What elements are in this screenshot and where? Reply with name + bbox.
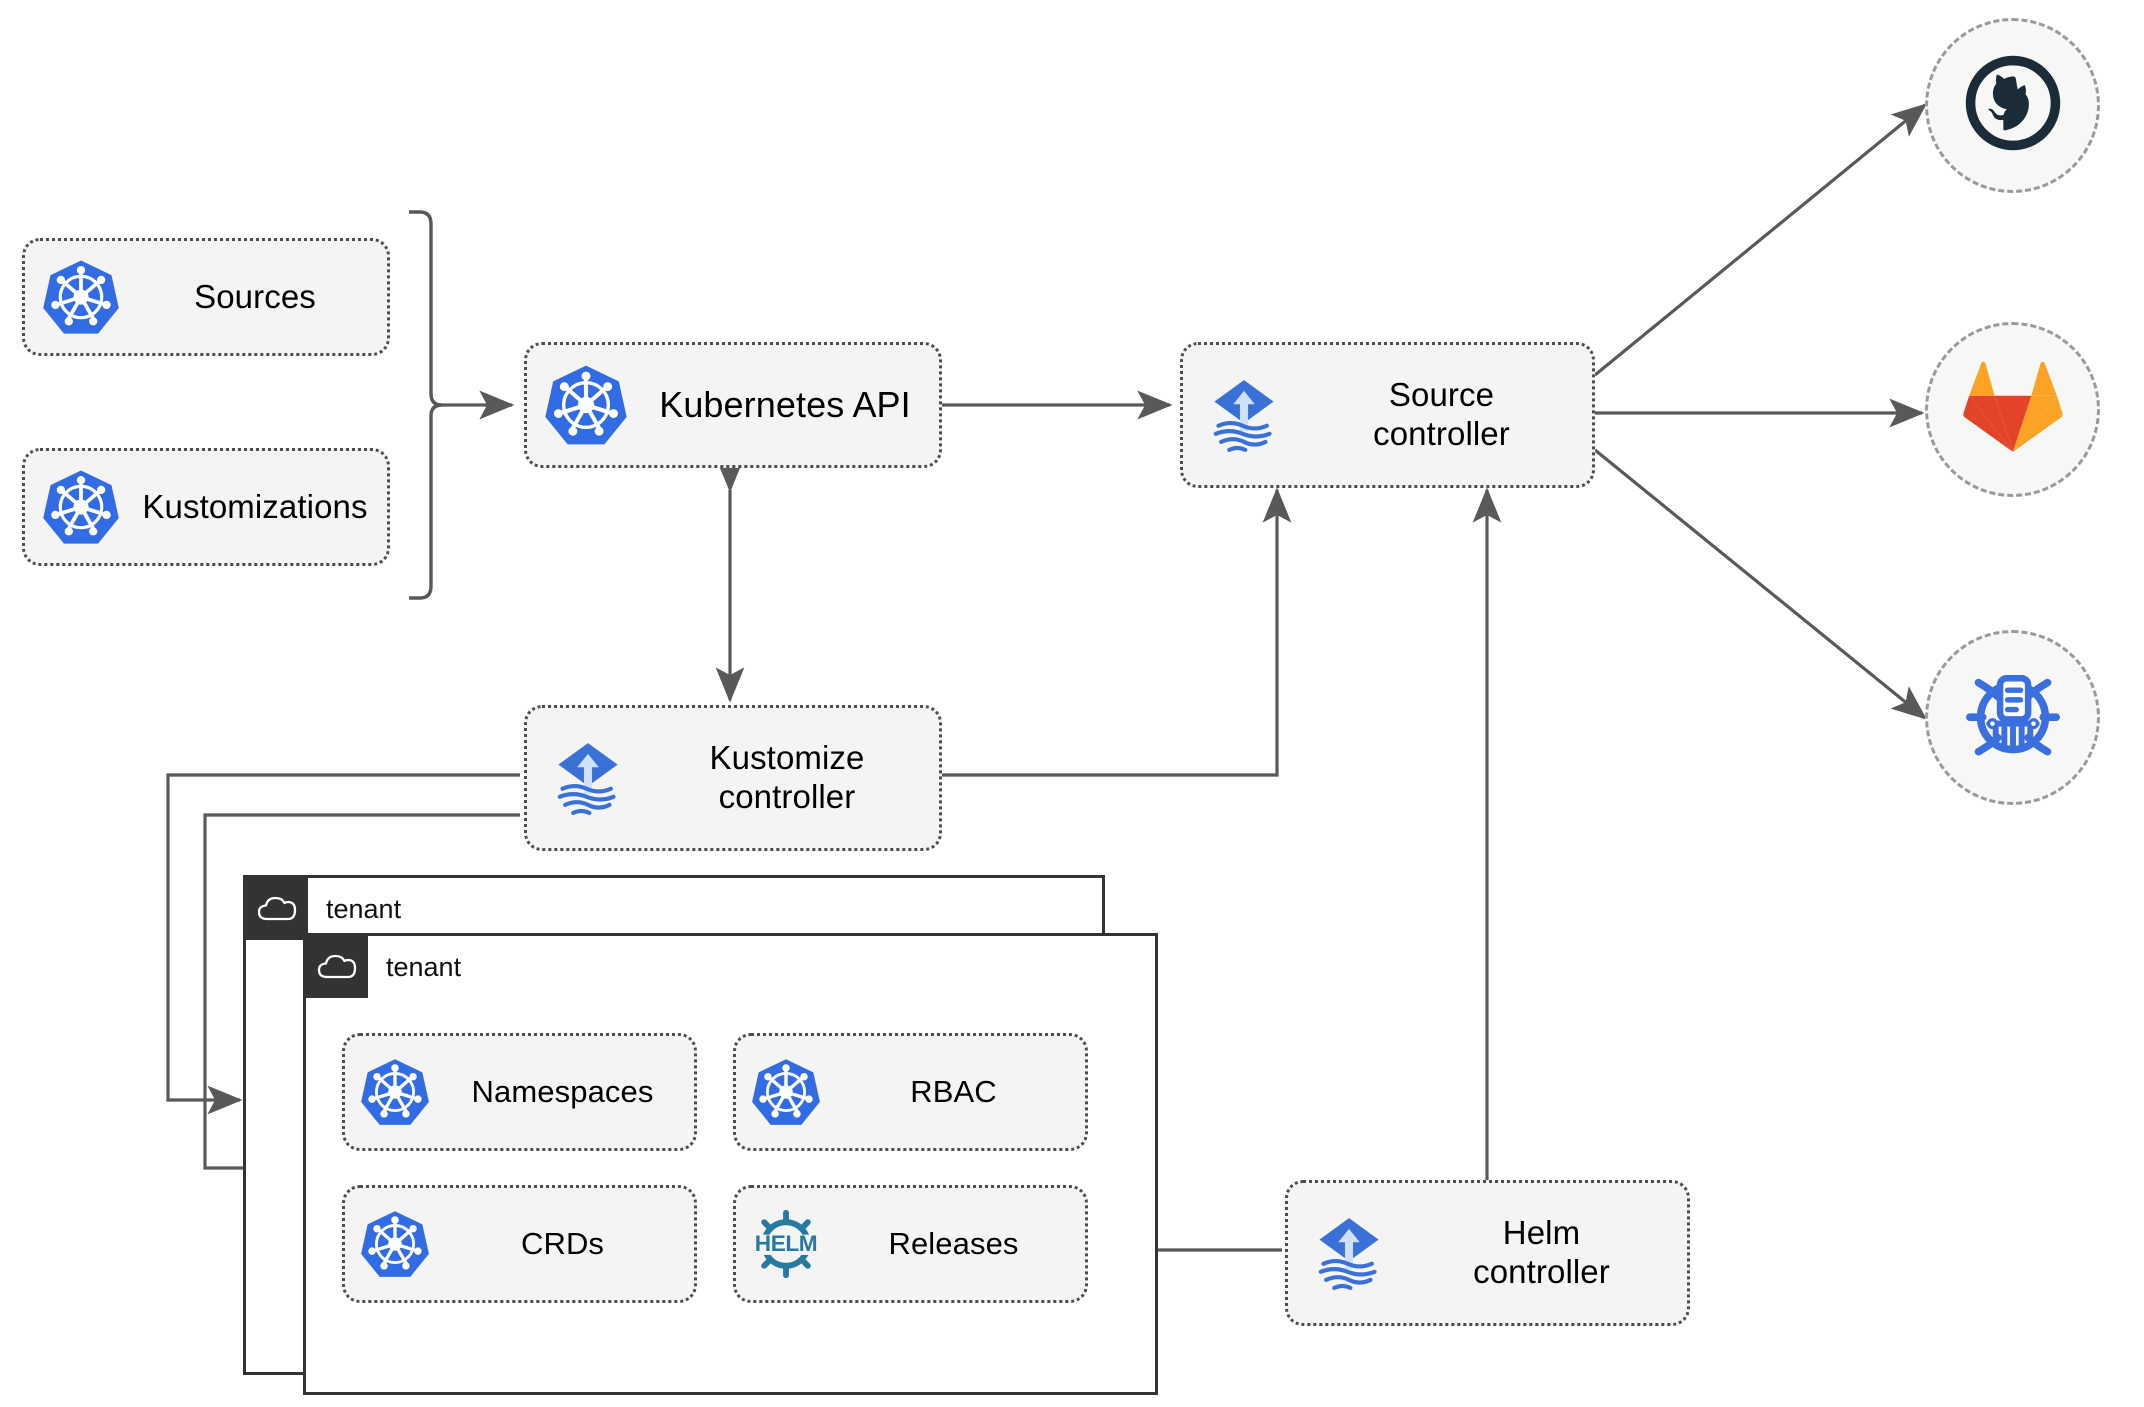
cloud-icon (246, 878, 308, 940)
node-label-line1: Helm (1502, 1214, 1581, 1252)
resource-label: RBAC (910, 1073, 997, 1109)
node-label-line1: Source (1388, 376, 1495, 414)
tenant-title: tenant (326, 893, 402, 924)
helm-icon: HELM (736, 1205, 836, 1283)
tenant-container-2[interactable]: tenant (303, 933, 1158, 1395)
node-label: Kustomize controller (649, 739, 939, 817)
node-kubernetes-api[interactable]: Kubernetes API (524, 342, 942, 468)
cloud-icon (306, 936, 368, 998)
helm-repository-icon (1959, 661, 2067, 774)
github-icon (1961, 51, 2065, 160)
kubernetes-icon (25, 258, 137, 336)
kubernetes-icon (345, 1057, 445, 1127)
node-label: Kubernetes API (659, 383, 911, 425)
node-helm-controller[interactable]: Helm controller (1285, 1180, 1690, 1326)
flux-icon (527, 735, 649, 821)
node-label: Sources (194, 277, 316, 315)
node-label: Kustomizations (142, 487, 368, 525)
provider-helm-repository[interactable] (1925, 630, 2100, 805)
resource-namespaces[interactable]: Namespaces (342, 1033, 697, 1151)
flux-icon (1288, 1210, 1410, 1296)
resource-label: Releases (888, 1225, 1019, 1261)
resource-label: Namespaces (471, 1073, 654, 1109)
kubernetes-icon (736, 1057, 836, 1127)
node-kustomize-controller[interactable]: Kustomize controller (524, 705, 942, 851)
tenant-title: tenant (386, 951, 462, 982)
resource-label: CRDs (520, 1225, 605, 1261)
kubernetes-icon (345, 1209, 445, 1279)
resource-crds[interactable]: CRDs (342, 1185, 697, 1303)
resource-releases[interactable]: HELM Releases (733, 1185, 1088, 1303)
provider-github[interactable] (1925, 18, 2100, 193)
edge-sourcectrl-github (1593, 103, 1927, 377)
node-label-line2: controller (1373, 415, 1510, 452)
svg-text:HELM: HELM (755, 1231, 818, 1256)
flux-icon (1183, 372, 1305, 458)
node-source-controller[interactable]: Source controller (1180, 342, 1595, 488)
kubernetes-icon (527, 363, 645, 447)
resource-rbac[interactable]: RBAC (733, 1033, 1088, 1151)
node-label-line2: controller (718, 778, 856, 815)
node-label-line2: controller (1473, 1253, 1610, 1290)
node-kustomizations[interactable]: Kustomizations (22, 448, 390, 566)
edge-sourcectrl-helmrepo (1593, 448, 1927, 720)
node-label: Helm controller (1410, 1214, 1687, 1292)
kubernetes-icon (25, 468, 137, 546)
node-label: Source controller (1305, 376, 1592, 454)
edge-kustomizectrl-sourcectrl (940, 487, 1292, 777)
node-sources[interactable]: Sources (22, 238, 390, 356)
provider-gitlab[interactable] (1925, 322, 2100, 497)
node-label-line1: Kustomize (709, 739, 865, 777)
group-brace (409, 210, 443, 600)
gitlab-icon (1962, 358, 2064, 461)
